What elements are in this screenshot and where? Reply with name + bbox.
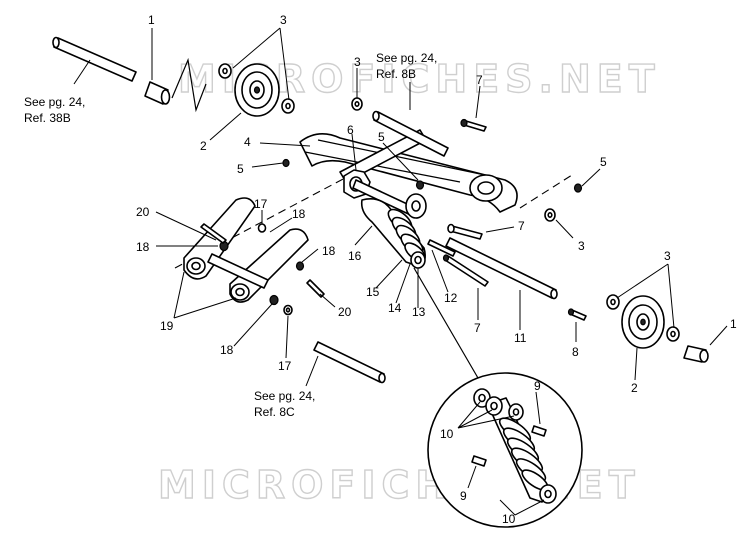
detail-pin-9-lower [471,455,487,467]
callout-7-bottom: 7 [474,321,481,335]
callout-17-bottom: 17 [278,359,292,373]
washer-3-top-left [218,63,232,79]
shock-16 [360,198,426,269]
bolt-7-mid [447,223,483,240]
note-ref-38b-line1: See pg. 24, [24,95,85,109]
callout-7-top: 7 [476,73,483,87]
note-ref-8c-line2: Ref. 8C [254,405,295,419]
callout-2-top: 2 [200,139,207,153]
bolt-20-upper [200,223,227,244]
callout-10-upper: 10 [440,427,454,441]
note-ref-8b-line2: Ref. 8B [376,67,416,81]
detail-bushing-10-top-c [508,403,524,421]
washer-3-mid [544,208,556,222]
detail-shock [487,397,549,503]
callout-11: 11 [514,331,527,345]
callout-12: 12 [444,291,458,305]
callout-13: 13 [412,305,426,319]
nut-5-left [282,158,290,168]
callout-1-top: 1 [148,13,155,27]
washer-3-upper [351,97,363,111]
callout-17-top: 17 [254,197,268,211]
callout-4: 4 [244,135,251,149]
callout-3-mid: 3 [578,239,585,253]
shaft-11 [445,237,558,300]
callout-15: 15 [366,285,380,299]
washer-3-right-a [606,294,620,310]
nut-5-right [573,183,583,193]
callout-20-lower: 20 [338,305,352,319]
detail-pointer-line [413,267,479,379]
callout-7-mid: 7 [518,219,525,233]
callout-18-right: 18 [322,244,336,258]
nut-17-top [257,223,267,233]
callout-3-top: 3 [280,13,287,27]
callout-18-left: 18 [136,240,150,254]
shaft-8b [372,110,449,157]
washer-18-b [269,294,279,306]
idler-wheel-top [234,63,280,117]
idler-wheel-bottom [621,295,665,349]
nut-5-center [415,180,425,190]
callout-9-lower: 9 [460,489,467,503]
detail-circle [427,372,583,528]
callout-16: 16 [348,249,362,263]
bolt-8 [567,308,587,321]
callout-2-bottom: 2 [631,381,638,395]
assembly-line-right [519,174,573,209]
bolt-7-upper [460,118,487,132]
callout-3-right: 3 [664,249,671,263]
detail-pin-9-upper [531,425,547,437]
callout-5-right: 5 [600,155,607,169]
bolt-20-lower [306,279,325,298]
callout-3-upper: 3 [354,55,361,69]
callout-10-lower: 10 [502,512,516,526]
callout-18-top: 18 [292,207,306,221]
callout-5-left: 5 [237,162,244,176]
shaft-8c [313,341,386,384]
shock-upper-mount [405,193,427,219]
callout-9-upper: 9 [534,379,541,393]
callout-14: 14 [388,301,402,315]
callout-1-right: 1 [730,317,737,331]
link-crossbar [207,253,269,289]
note-ref-8c-line1: See pg. 24, [254,389,315,403]
note-ref-38b-line2: Ref. 38B [24,111,71,125]
washer-3-right-b [666,326,680,342]
callout-6: 6 [347,123,354,137]
nut-17-bottom [283,304,293,316]
bolt-12 [427,239,456,257]
shaft-38b [52,36,137,82]
callout-18-bottom: 18 [220,343,234,357]
callout-20-upper: 20 [136,205,150,219]
callout-5-center: 5 [378,130,385,144]
callout-19: 19 [160,319,174,333]
washer-18-c [295,261,305,271]
zigzag-break-top [171,57,207,113]
leader-lines [73,27,728,516]
callout-8: 8 [572,345,579,359]
bolt-7-lower [442,254,489,287]
spacer-1-top [144,81,171,105]
washer-3-top-right [281,98,295,114]
note-ref-8b-line1: See pg. 24, [376,51,437,65]
spacer-1-bottom [683,345,709,363]
detail-bushing-10-bottom-a [539,484,557,504]
